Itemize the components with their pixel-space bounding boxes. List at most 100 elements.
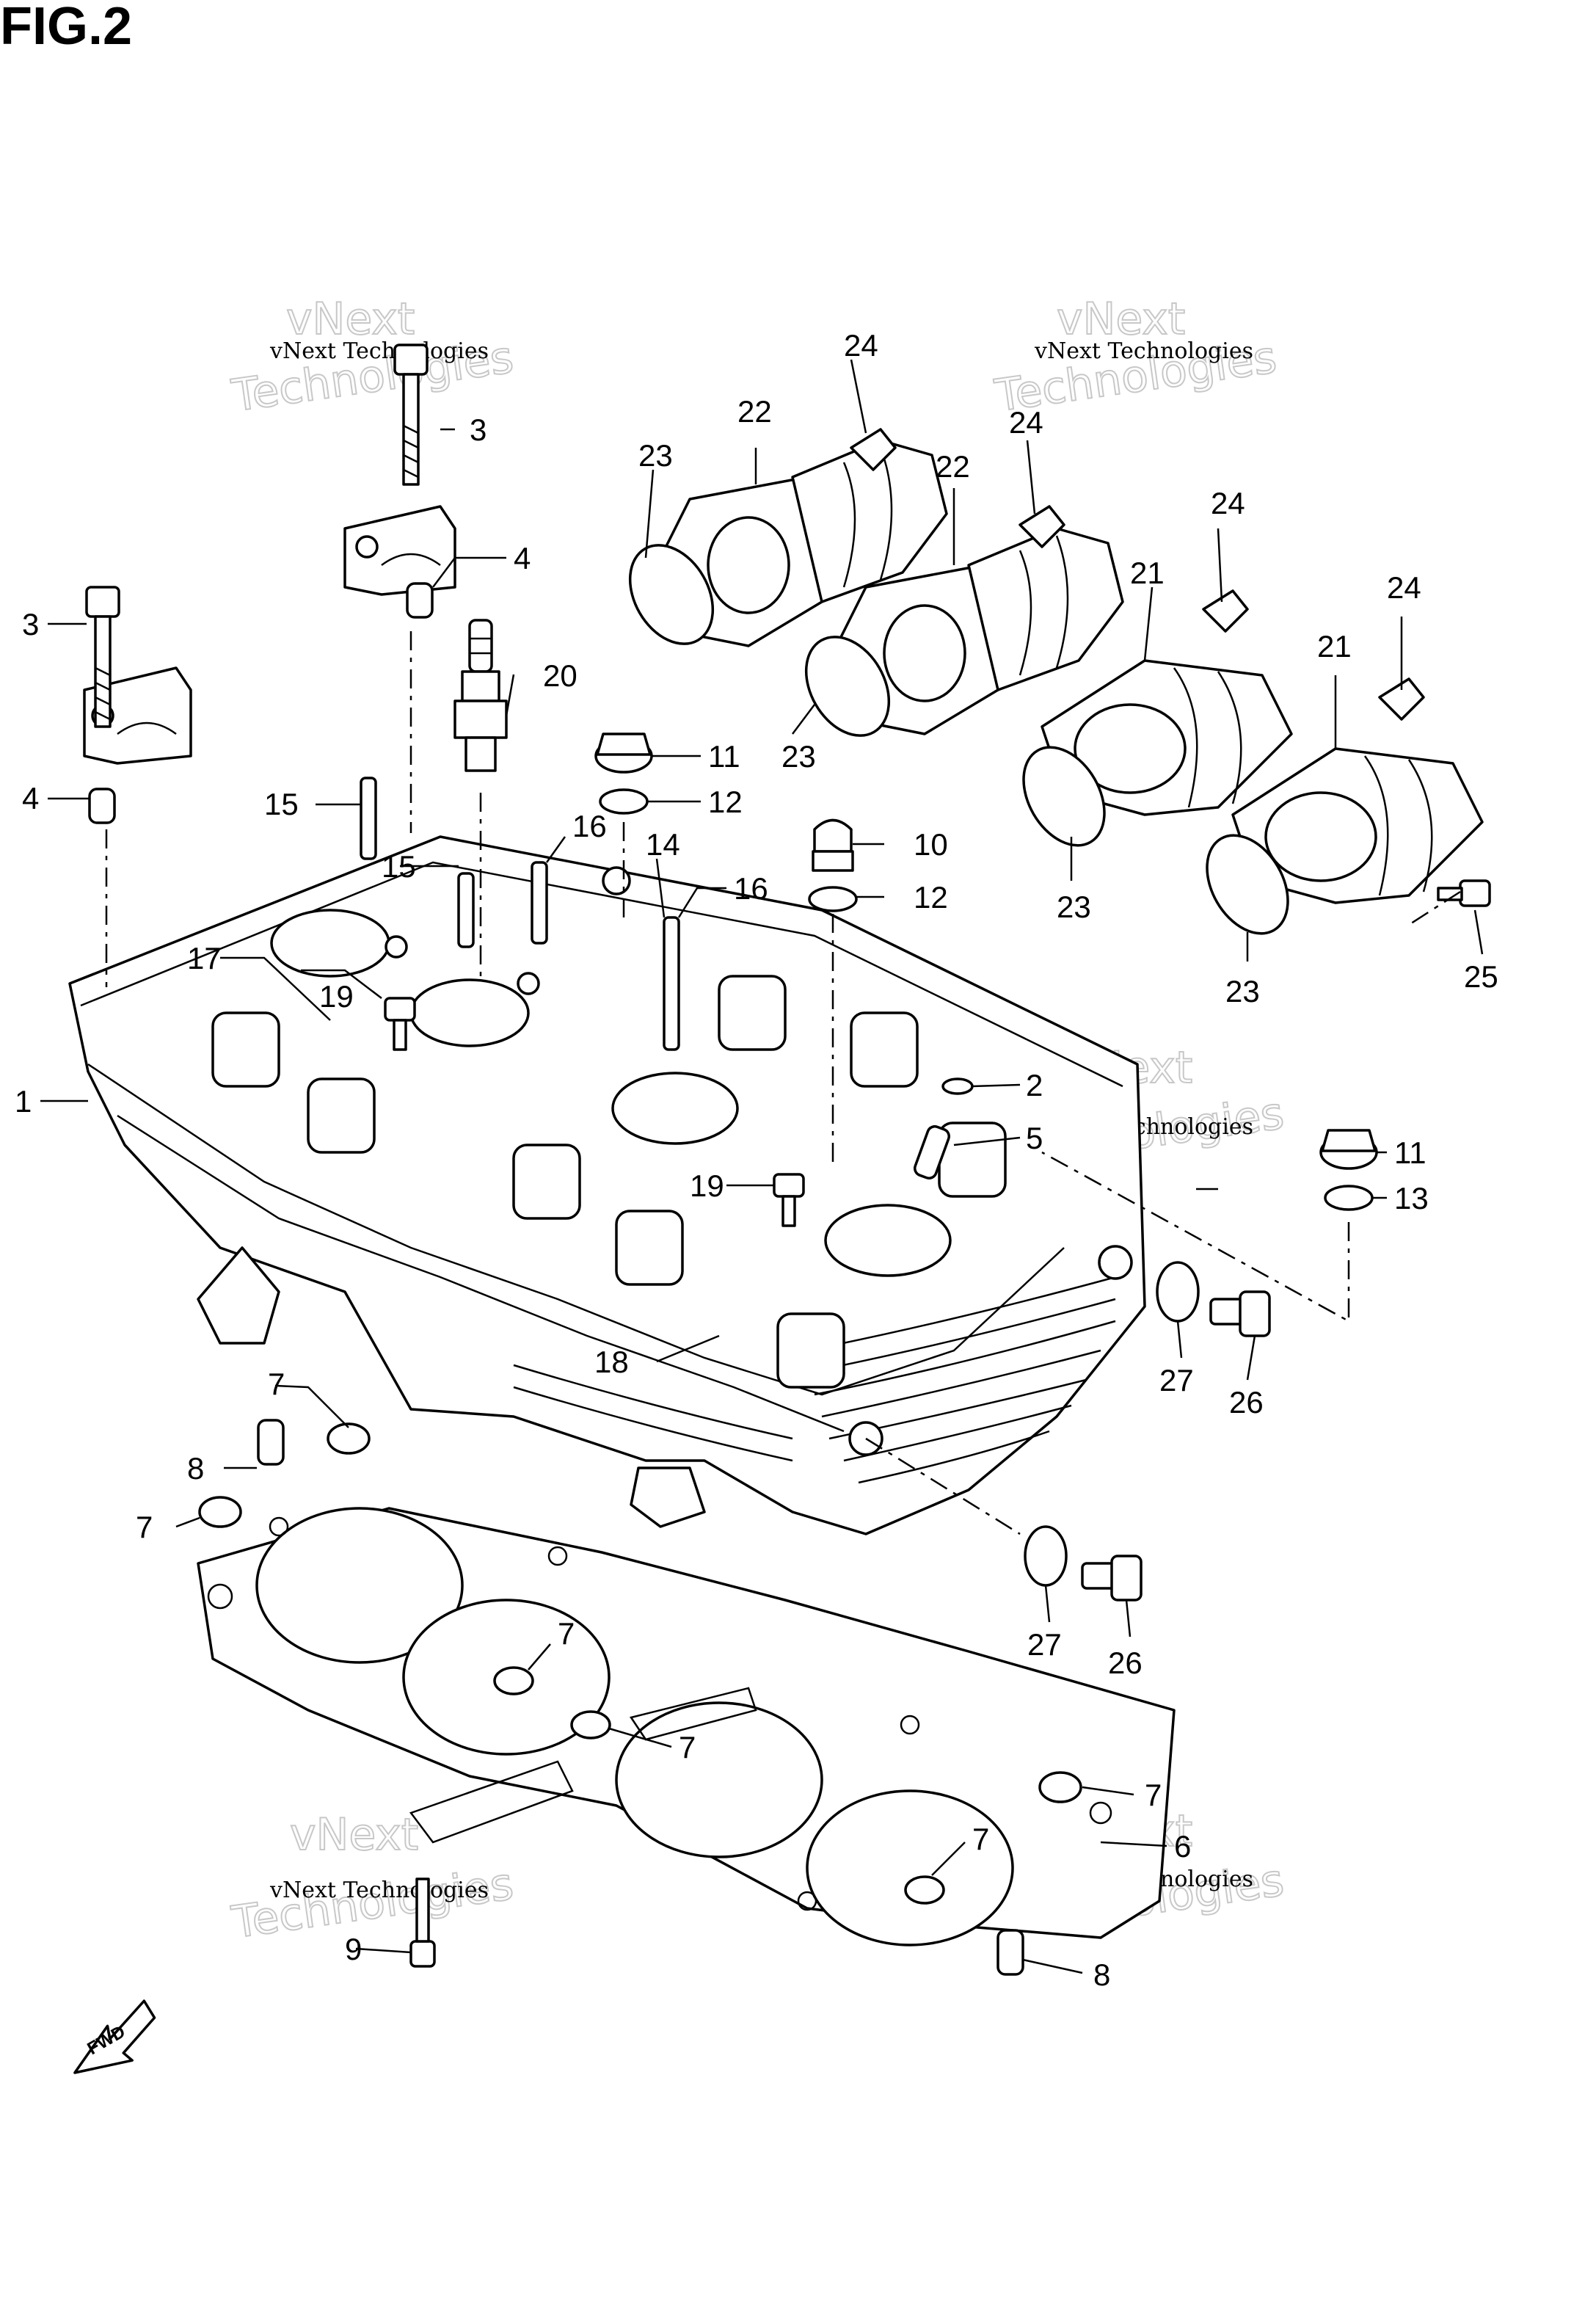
watermark-top-right: vNext Technologies vNext Technologies [991, 293, 1280, 423]
callout-3-left: 3 [22, 607, 39, 641]
callout-24-b: 24 [1009, 405, 1043, 440]
grommet-7-a [327, 1422, 371, 1455]
callout-21-left: 21 [1130, 556, 1165, 590]
bolt-19-upper [384, 997, 416, 1051]
clamp-24-b [1019, 505, 1065, 548]
callout-5: 5 [1026, 1121, 1043, 1155]
callout-19-upper: 19 [319, 979, 354, 1014]
callout-27-lower: 27 [1027, 1627, 1062, 1662]
o-ring-23-c [1022, 746, 1106, 847]
callout-7-d: 7 [679, 1730, 696, 1764]
callout-8-left: 8 [187, 1451, 204, 1486]
dowel-pin-4-left [88, 788, 116, 824]
callout-7-c: 7 [558, 1616, 575, 1651]
bolt-3-upper [393, 343, 429, 486]
washer-12-right [808, 886, 858, 912]
figure-title: FIG.2 [0, 0, 133, 56]
watermark-top-left: vNext Technologies vNext Technologies [227, 293, 517, 423]
callout-12-upper: 12 [708, 785, 743, 819]
callout-14: 14 [646, 827, 680, 862]
callout-12-right: 12 [914, 880, 948, 915]
grommet-7-b [198, 1496, 242, 1528]
callout-8-right: 8 [1093, 1957, 1110, 1992]
stud-16-b [663, 916, 680, 1051]
callout-10: 10 [914, 827, 948, 862]
callout-11-right: 11 [1394, 1135, 1426, 1170]
callout-11-upper: 11 [708, 739, 740, 774]
screw-25 [1437, 879, 1491, 907]
watermark-top-right-text: vNext Technologies [1034, 338, 1253, 364]
head-gasket [197, 1507, 1176, 1946]
cap-nut-10 [812, 818, 854, 872]
callout-9: 9 [345, 1932, 362, 1966]
watermark-top-right-vnext: vNext [1057, 294, 1185, 345]
plug-26-upper [1209, 1290, 1271, 1337]
dowel-pin-8-right [996, 1929, 1024, 1976]
callout-15-b: 15 [382, 849, 416, 884]
callout-7-b: 7 [136, 1510, 153, 1544]
clip-2 [941, 1077, 974, 1095]
callout-23-d: 23 [1225, 974, 1260, 1008]
dowel-15-a [360, 777, 377, 860]
grommet-7-d [570, 1710, 611, 1740]
callout-26-upper: 26 [1229, 1385, 1264, 1419]
dowel-15-b [457, 872, 475, 948]
o-ring-23-d [1206, 834, 1289, 935]
callout-1: 1 [15, 1084, 32, 1119]
callout-19-lower: 19 [690, 1168, 724, 1203]
callout-26-lower: 26 [1108, 1646, 1143, 1680]
callout-25: 25 [1464, 959, 1498, 994]
callout-22-right: 22 [936, 449, 970, 484]
watermark-bottom-left: vNext Technologies vNext Technologies [227, 1808, 517, 1949]
watermark-bottom-left-big: Technologies [228, 1858, 516, 1949]
callout-15-a: 15 [264, 787, 299, 821]
clamp-24-c [1202, 589, 1249, 633]
intake-pipe-21-right [1231, 747, 1484, 904]
spark-plug [453, 619, 508, 772]
watermark-top-left-vnext: vNext [286, 294, 415, 345]
callout-20: 20 [543, 658, 577, 693]
callout-22-left: 22 [737, 394, 772, 429]
bolt-3-left [85, 586, 120, 728]
dowel-pin-4-upper [406, 582, 434, 619]
stud-16-a [531, 861, 548, 945]
callout-3-upper: 3 [470, 412, 487, 447]
callout-2: 2 [1026, 1068, 1043, 1102]
callout-13: 13 [1394, 1181, 1429, 1215]
sleeve-5 [914, 1125, 950, 1179]
callout-numbers: 1 2 3 3 4 4 5 6 7 7 7 7 7 7 8 8 9 10 11 … [15, 328, 1498, 1992]
callout-4-upper: 4 [514, 541, 531, 575]
callout-27-upper: 27 [1159, 1363, 1194, 1397]
grommet-7-e [1038, 1771, 1082, 1803]
dowel-pin-8-left [257, 1419, 285, 1466]
clamp-24-a [850, 428, 897, 471]
watermark-top-left-text: vNext Technologies [269, 338, 489, 364]
callout-16-b: 16 [734, 871, 768, 906]
grommet-7-f [904, 1875, 945, 1905]
callout-16-a: 16 [572, 809, 607, 843]
washer-13 [1324, 1185, 1374, 1211]
callout-7-e: 7 [1145, 1778, 1162, 1812]
callout-21-right: 21 [1317, 629, 1352, 664]
callout-23-b: 23 [781, 739, 816, 774]
callout-7-a: 7 [268, 1367, 285, 1401]
gasket-27-upper [1156, 1261, 1200, 1323]
bolt-9 [409, 1877, 436, 1968]
fwd-arrow-icon: FWD [73, 1999, 156, 2074]
nut-11-right [1319, 1129, 1378, 1170]
bolt-19-lower [773, 1173, 805, 1227]
nut-11-upper [594, 733, 653, 774]
cylinder-head [68, 835, 1146, 1535]
grommet-7-c [493, 1666, 534, 1695]
clamp-24-d [1378, 677, 1425, 721]
callout-18: 18 [594, 1345, 629, 1379]
watermark-bottom-left-vnext: vNext [290, 1809, 418, 1861]
callout-7-f: 7 [972, 1822, 989, 1856]
gasket-27-lower [1024, 1525, 1068, 1587]
o-ring-23-b [804, 636, 891, 737]
callout-23-a: 23 [638, 438, 673, 473]
callout-24-c: 24 [1211, 486, 1245, 520]
callout-24-d: 24 [1387, 570, 1421, 605]
